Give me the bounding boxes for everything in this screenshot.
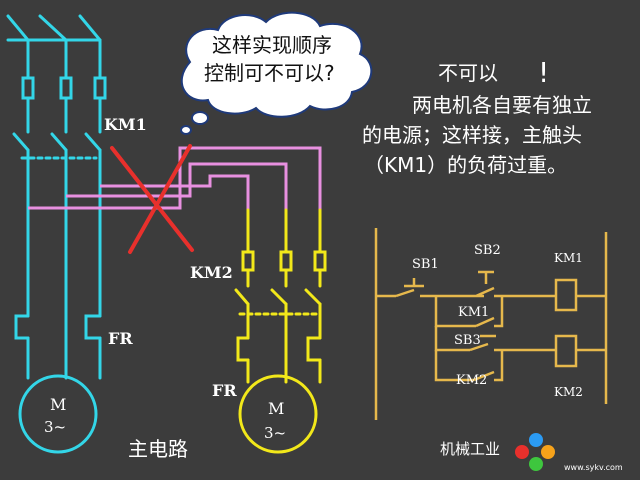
watermark-text: 机械工业 bbox=[440, 440, 501, 458]
motor2-phase: 3~ bbox=[264, 424, 286, 442]
km1-label: KM1 bbox=[104, 115, 147, 134]
bubble-dot-2 bbox=[180, 125, 192, 135]
motor2-circuit bbox=[234, 208, 327, 454]
motor2-m: M bbox=[268, 399, 284, 418]
watermark-logo bbox=[515, 433, 555, 471]
coil-km1 bbox=[554, 278, 578, 312]
answer-line-2: 的电源；这样接，主触头 bbox=[362, 123, 582, 147]
answer-exclaim: ! bbox=[538, 56, 549, 89]
sb3-button bbox=[469, 334, 496, 352]
km2-aux-contact bbox=[473, 370, 495, 382]
bubble-cloud bbox=[180, 11, 373, 118]
fr-label-left: FR bbox=[108, 329, 133, 348]
answer-line-1: 两电机各自要有独立 bbox=[412, 93, 592, 117]
km2-label: KM2 bbox=[190, 263, 233, 282]
fuse-5 bbox=[279, 250, 293, 272]
phase-line-3 bbox=[38, 14, 68, 62]
watermark-site: www.sykv.com bbox=[564, 463, 623, 472]
motor1-m: M bbox=[50, 395, 66, 414]
fr-label-right: FR bbox=[212, 381, 237, 400]
km2-contact-label: KM2 bbox=[456, 373, 487, 388]
feed-wire-1 bbox=[28, 146, 322, 210]
bubble-line-1: 这样实现顺序 bbox=[212, 33, 332, 57]
km2-contact-3 bbox=[304, 288, 322, 306]
sb2-button bbox=[436, 270, 495, 298]
thought-bubble: 这样实现顺序 控制可不可以? bbox=[180, 11, 373, 135]
fuse-1 bbox=[21, 76, 35, 100]
fuse-3 bbox=[93, 76, 107, 100]
control-circuit bbox=[374, 228, 608, 420]
coil-km2 bbox=[554, 334, 578, 368]
sb1-button bbox=[395, 278, 424, 298]
coil-km2-label: KM2 bbox=[554, 385, 583, 399]
fuse-2 bbox=[59, 76, 73, 100]
answer-no: 不可以 bbox=[438, 61, 498, 85]
motor1-symbol bbox=[18, 374, 98, 454]
km2-contact-2 bbox=[270, 288, 288, 306]
bubble-line-2: 控制可不可以? bbox=[204, 61, 335, 85]
motor1-phase: 3~ bbox=[44, 418, 66, 436]
sb1-label: SB1 bbox=[412, 257, 439, 272]
sb2-label: SB2 bbox=[474, 243, 501, 258]
fr-relay-right bbox=[236, 336, 322, 362]
km1-contact-label: KM1 bbox=[458, 305, 489, 320]
km2-contact-1 bbox=[234, 288, 250, 306]
motor2-symbol bbox=[238, 374, 318, 454]
fr-relay-left bbox=[14, 314, 102, 340]
phase-line-4 bbox=[78, 14, 102, 62]
km1-aux-contact bbox=[475, 316, 495, 328]
wrong-mark-cross bbox=[110, 144, 194, 254]
phase-line-2 bbox=[6, 14, 30, 62]
sb3-label: SB3 bbox=[454, 333, 481, 348]
km1-contact-3 bbox=[84, 132, 102, 152]
feed-wire-3 bbox=[100, 174, 250, 210]
fuse-4 bbox=[241, 250, 255, 272]
motor1-circuit bbox=[6, 14, 107, 454]
main-circuit-caption: 主电路 bbox=[128, 437, 188, 461]
fuse-6 bbox=[313, 250, 327, 272]
km1-contact-2 bbox=[50, 132, 68, 152]
answer-block: 不可以 ! 两电机各自要有独立 的电源；这样接，主触头 （KM1）的负荷过重。 bbox=[362, 56, 592, 177]
bubble-dot-1 bbox=[191, 111, 209, 125]
km1-contact-1 bbox=[12, 132, 30, 152]
answer-line-3: （KM1）的负荷过重。 bbox=[364, 153, 567, 177]
coil-km1-label: KM1 bbox=[554, 251, 583, 265]
